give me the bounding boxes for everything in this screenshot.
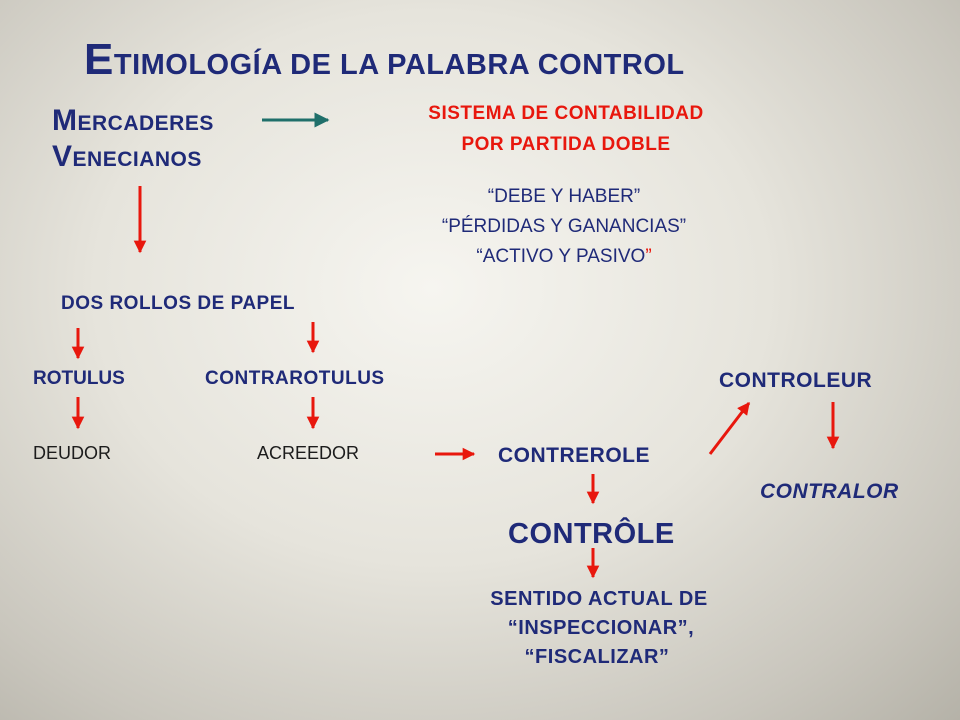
origin-line-2-initial: V bbox=[52, 140, 73, 173]
node-contralor: CONTRALOR bbox=[760, 480, 899, 503]
term-text: DEBE Y HABER bbox=[494, 186, 634, 207]
term-activo-pasivo: “ACTIVO Y PASIVO” bbox=[476, 246, 651, 268]
title-rest: TIMOLOGÍA DE LA PALABRA CONTROL bbox=[113, 49, 685, 81]
node-dos-rollos: DOS ROLLOS DE PAPEL bbox=[61, 293, 296, 314]
origin-line-1-initial: M bbox=[52, 104, 78, 137]
origin-line-1-rest: ERCADERES bbox=[77, 112, 214, 135]
meaning-line-3: “FISCALIZAR” bbox=[524, 646, 670, 668]
term-open-quote: “ bbox=[441, 216, 449, 237]
term-close-quote: ” bbox=[633, 186, 641, 207]
meaning-line-2: “INSPECCIONAR”, bbox=[507, 617, 695, 639]
node-contrerole: CONTREROLE bbox=[498, 444, 650, 467]
origin-line-2: VENECIANOS bbox=[52, 140, 202, 174]
term-close-quote: ” bbox=[679, 216, 687, 237]
origin-line-1: MERCADERES bbox=[52, 104, 214, 138]
title-initial: E bbox=[84, 35, 114, 84]
system-line-2: POR PARTIDA DOBLE bbox=[461, 134, 671, 155]
node-controle: CONTRÔLE bbox=[508, 518, 675, 550]
term-open-quote: “ bbox=[487, 186, 495, 207]
term-perdidas-ganancias: “PÉRDIDAS Y GANANCIAS” bbox=[442, 216, 686, 238]
system-line-1: SISTEMA DE CONTABILIDAD bbox=[428, 103, 704, 124]
term-debe-haber: “DEBE Y HABER” bbox=[488, 186, 640, 208]
node-acreedor: ACREEDOR bbox=[257, 443, 360, 463]
term-close-quote: ” bbox=[645, 246, 652, 267]
node-contrarotulus: CONTRAROTULUS bbox=[205, 368, 385, 389]
node-deudor: DEUDOR bbox=[33, 443, 112, 463]
node-controleur: CONTROLEUR bbox=[719, 369, 873, 392]
term-text: ACTIVO Y PASIVO bbox=[482, 246, 646, 267]
term-text: PÉRDIDAS Y GANANCIAS bbox=[448, 216, 680, 237]
node-rotulus: ROTULUS bbox=[33, 368, 125, 389]
meaning-line-1: SENTIDO ACTUAL DE bbox=[490, 588, 708, 610]
origin-line-2-rest: ENECIANOS bbox=[72, 148, 202, 171]
arrow-contrerole-to-controleur bbox=[708, 401, 751, 455]
term-open-quote: “ bbox=[476, 246, 483, 267]
slide-title: ETIMOLOGÍA DE LA PALABRA CONTROL bbox=[84, 38, 685, 82]
